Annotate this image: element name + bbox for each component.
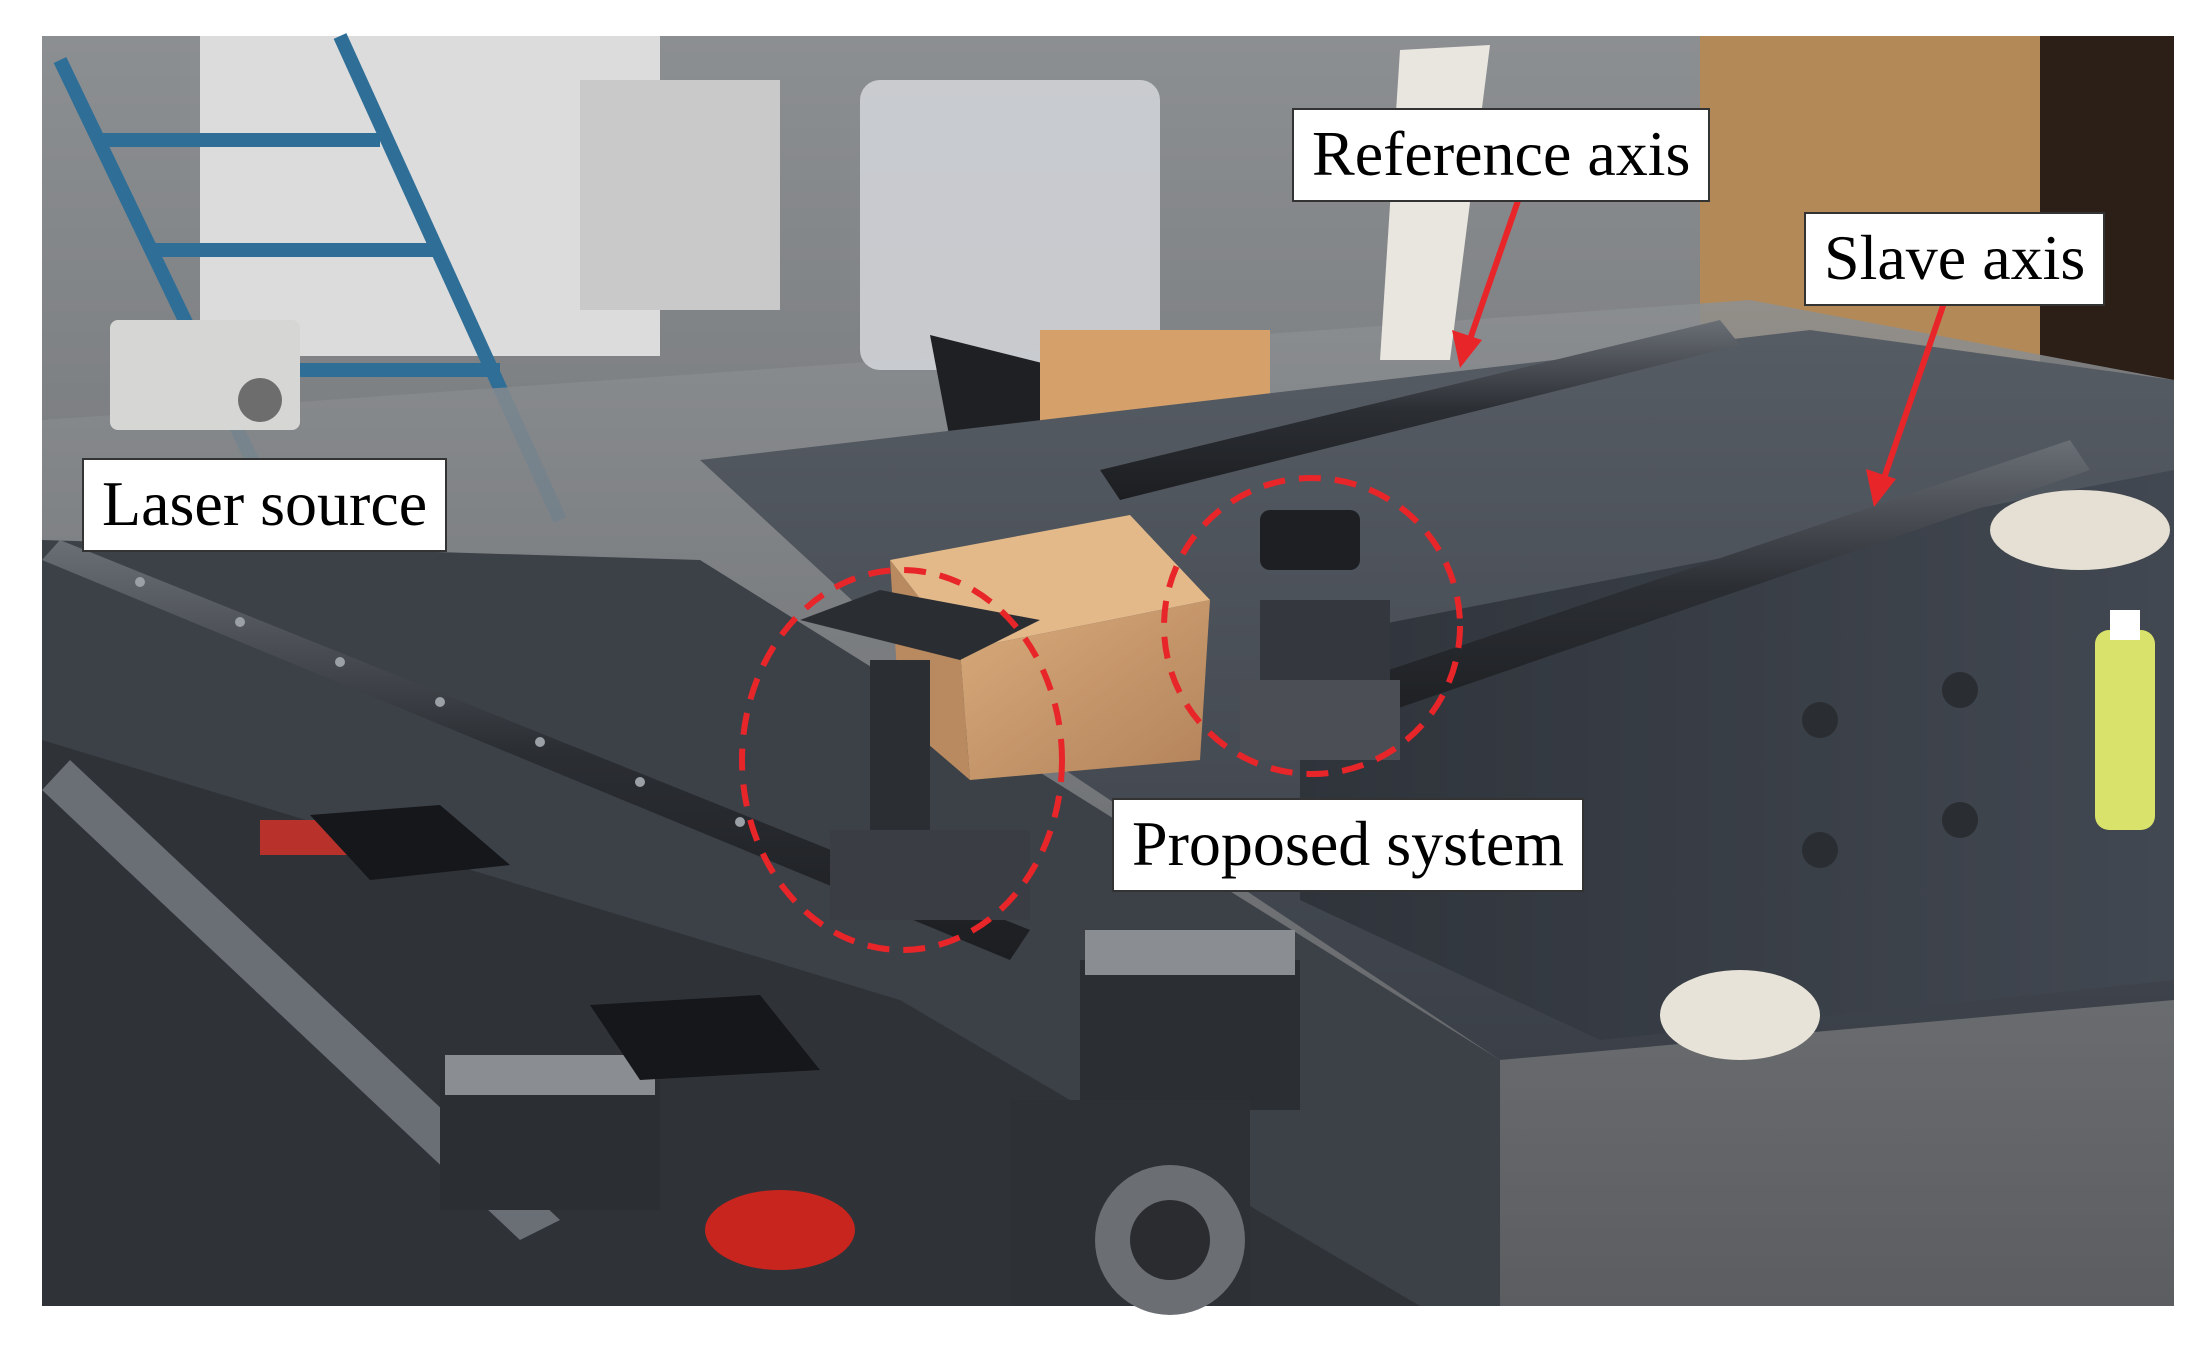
slave-axis-label: Slave axis [1804,212,2106,306]
wrapped-machine [860,80,1160,370]
red-container [705,1190,855,1270]
laser-source-label: Laser source [82,458,448,552]
cardboard-box [960,600,1210,780]
reference-axis-arrow [1465,194,1523,346]
rag [1990,490,2170,570]
fixture-right [1240,510,1400,760]
proposed-system-label: Proposed system [1112,798,1584,892]
reference-axis-label: Reference axis [1292,108,1711,202]
reference-axis-rail [1100,320,1740,500]
slave-axis-arrow [1879,299,1948,485]
bottle [2095,630,2155,830]
proposed-system-circle-right [1161,475,1463,777]
carriage-block [1080,960,1300,1110]
front-guide-rail [42,540,1030,960]
fixture-left [800,590,1040,920]
proposed-system-circle-left [739,567,1065,953]
slave-axis-rail [1300,440,2090,735]
